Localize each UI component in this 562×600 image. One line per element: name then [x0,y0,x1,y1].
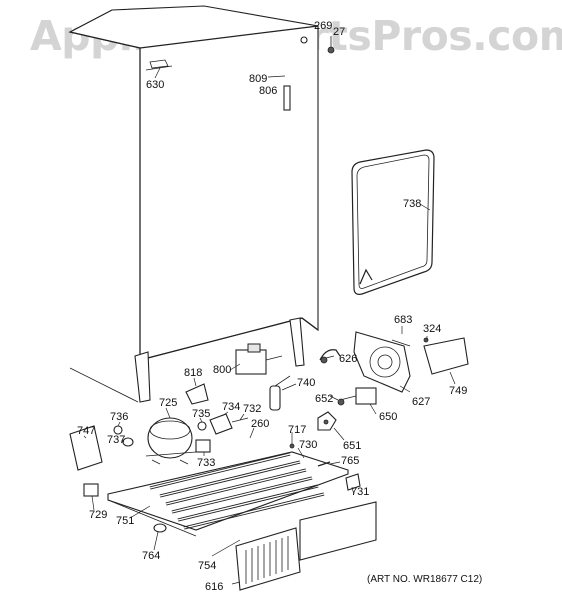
part-label-725[interactable]: 725 [159,397,178,409]
part-label-809[interactable]: 809 [249,73,268,85]
part-label-806[interactable]: 806 [259,85,278,97]
part-label-736[interactable]: 736 [110,411,129,423]
part-label-651[interactable]: 651 [343,440,362,452]
part-725-compressor [145,417,197,465]
part-label-740[interactable]: 740 [297,377,316,389]
part-740-heater [269,375,291,411]
part-800-valve [235,343,283,375]
part-label-733[interactable]: 733 [197,457,216,469]
part-label-818[interactable]: 818 [184,367,203,379]
part-label-260[interactable]: 260 [251,418,270,430]
part-652-fan-blade [337,398,345,406]
part-label-735[interactable]: 735 [192,408,211,420]
part-label-616[interactable]: 616 [205,581,224,593]
part-label-652[interactable]: 652 [315,393,334,405]
part-label-738[interactable]: 738 [403,198,422,210]
part-label-751[interactable]: 751 [116,515,135,527]
part-label-747[interactable]: 747 [77,425,96,437]
part-label-737[interactable]: 737 [107,434,126,446]
part-label-754[interactable]: 754 [198,560,217,572]
part-737-grommet [122,437,134,447]
part-label-683[interactable]: 683 [394,314,413,326]
cabinet [68,5,335,403]
leader-lines [83,67,456,585]
part-626-thermostat [319,349,341,364]
part-260-condenser [149,452,325,530]
part-616-grille [235,527,301,591]
part-label-630[interactable]: 630 [146,79,165,91]
part-label-269[interactable]: 269 [314,20,333,32]
part-label-765[interactable]: 765 [341,455,360,467]
part-717-part [289,443,295,449]
part-738-gasket [351,149,435,295]
part-818-bracket [185,383,209,405]
part-label-734[interactable]: 734 [222,401,241,413]
part-label-731[interactable]: 731 [351,486,370,498]
part-749-cover [423,337,469,375]
part-label-732[interactable]: 732 [243,403,262,415]
part-label-27[interactable]: 27 [333,26,346,38]
part-765-clip [317,461,331,467]
part-label-764[interactable]: 764 [142,550,161,562]
part-label-730[interactable]: 730 [299,439,318,451]
part-736-grommet [113,425,123,435]
part-747-cover [69,425,103,471]
part-751-base-pan [107,451,349,537]
part-label-800[interactable]: 800 [213,364,232,376]
part-label-749[interactable]: 749 [449,385,468,397]
art-number: (ART NO. WR18677 C12) [367,574,483,585]
part-764-foot [153,523,167,533]
part-733-relay [195,439,211,453]
part-label-627[interactable]: 627 [412,396,431,408]
part-label-729[interactable]: 729 [89,509,108,521]
part-754-panel [299,501,377,561]
part-729-part [83,483,99,497]
part-label-717[interactable]: 717 [288,424,307,436]
part-650-fan-motor [339,387,377,405]
part-651-fan [317,411,337,431]
part-627-fan-housing [353,331,411,393]
part-label-626[interactable]: 626 [339,353,358,365]
part-734-overload [209,413,233,435]
part-731-part [345,473,361,491]
part-735-capacitor [197,421,207,431]
part-label-650[interactable]: 650 [379,411,398,423]
part-label-324[interactable]: 324 [423,323,442,335]
